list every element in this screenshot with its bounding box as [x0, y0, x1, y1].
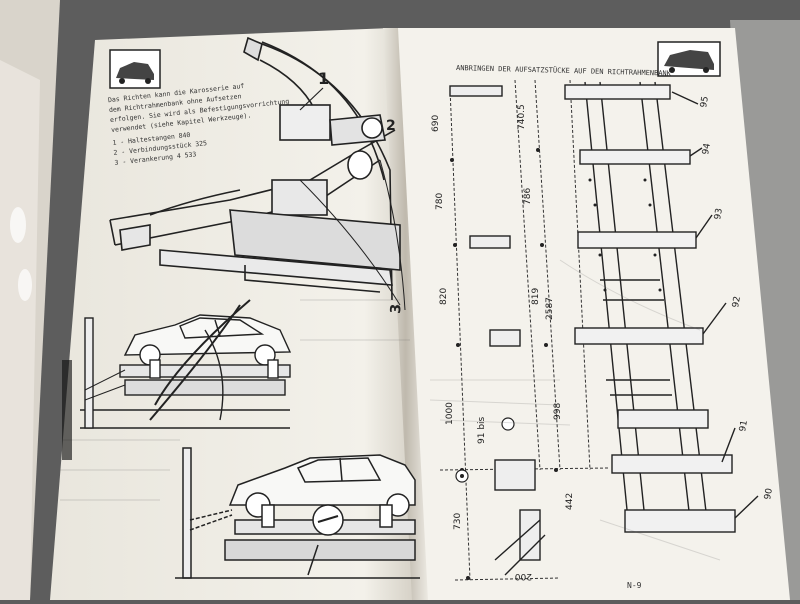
chassis-frame-drawing — [449, 81, 759, 576]
part-92: 92 — [731, 296, 743, 309]
dimension-values-mid: 740.5 786 819 998 442 2587 — [517, 104, 575, 510]
part-90: 90 — [763, 487, 775, 500]
book-spine — [383, 28, 428, 600]
dim-780: 780 — [435, 193, 445, 210]
dim-819: 819 — [531, 288, 541, 305]
part-94: 94 — [701, 142, 713, 155]
car-icon-left — [109, 49, 161, 89]
dim-998: 998 — [553, 403, 563, 420]
car-on-bench-drawing-2 — [175, 447, 420, 579]
dim-690: 690 — [431, 115, 441, 132]
callout-labels: 1 2 3 — [299, 69, 405, 314]
car-icon-right — [657, 41, 721, 77]
part-number-labels: 95 94 93 92 91 90 — [699, 96, 775, 501]
part-91: 91 — [738, 420, 750, 433]
bracket-assembly-drawing — [109, 36, 406, 311]
page-number: N-9 — [627, 581, 642, 590]
bottom-dimension-200: 200 — [515, 571, 532, 581]
dimension-values-left: 690 780 820 1000 730 — [431, 115, 463, 530]
part-93: 93 — [713, 208, 725, 221]
dim-786: 786 — [523, 188, 533, 205]
callout-1: 1 — [318, 69, 329, 88]
sleeve-glare — [10, 207, 72, 460]
dim-820: 820 — [439, 288, 449, 305]
bleed-through — [60, 299, 410, 501]
dim-740-5: 740.5 — [517, 104, 527, 130]
right-bleed-through — [429, 259, 721, 561]
dim-730: 730 — [453, 513, 463, 530]
dimension-lines — [439, 79, 611, 581]
dim-442: 442 — [565, 493, 575, 510]
dim-1000: 1000 — [445, 402, 455, 425]
dim-2587: 2587 — [545, 297, 555, 320]
stack-label: 91 bis — [477, 416, 487, 444]
callout-2: 2 — [386, 118, 396, 134]
position-markers: 91 bis — [455, 416, 515, 483]
part-95: 95 — [699, 96, 711, 109]
car-on-bench-drawing-1 — [80, 299, 292, 429]
callout-3: 3 — [388, 303, 405, 314]
